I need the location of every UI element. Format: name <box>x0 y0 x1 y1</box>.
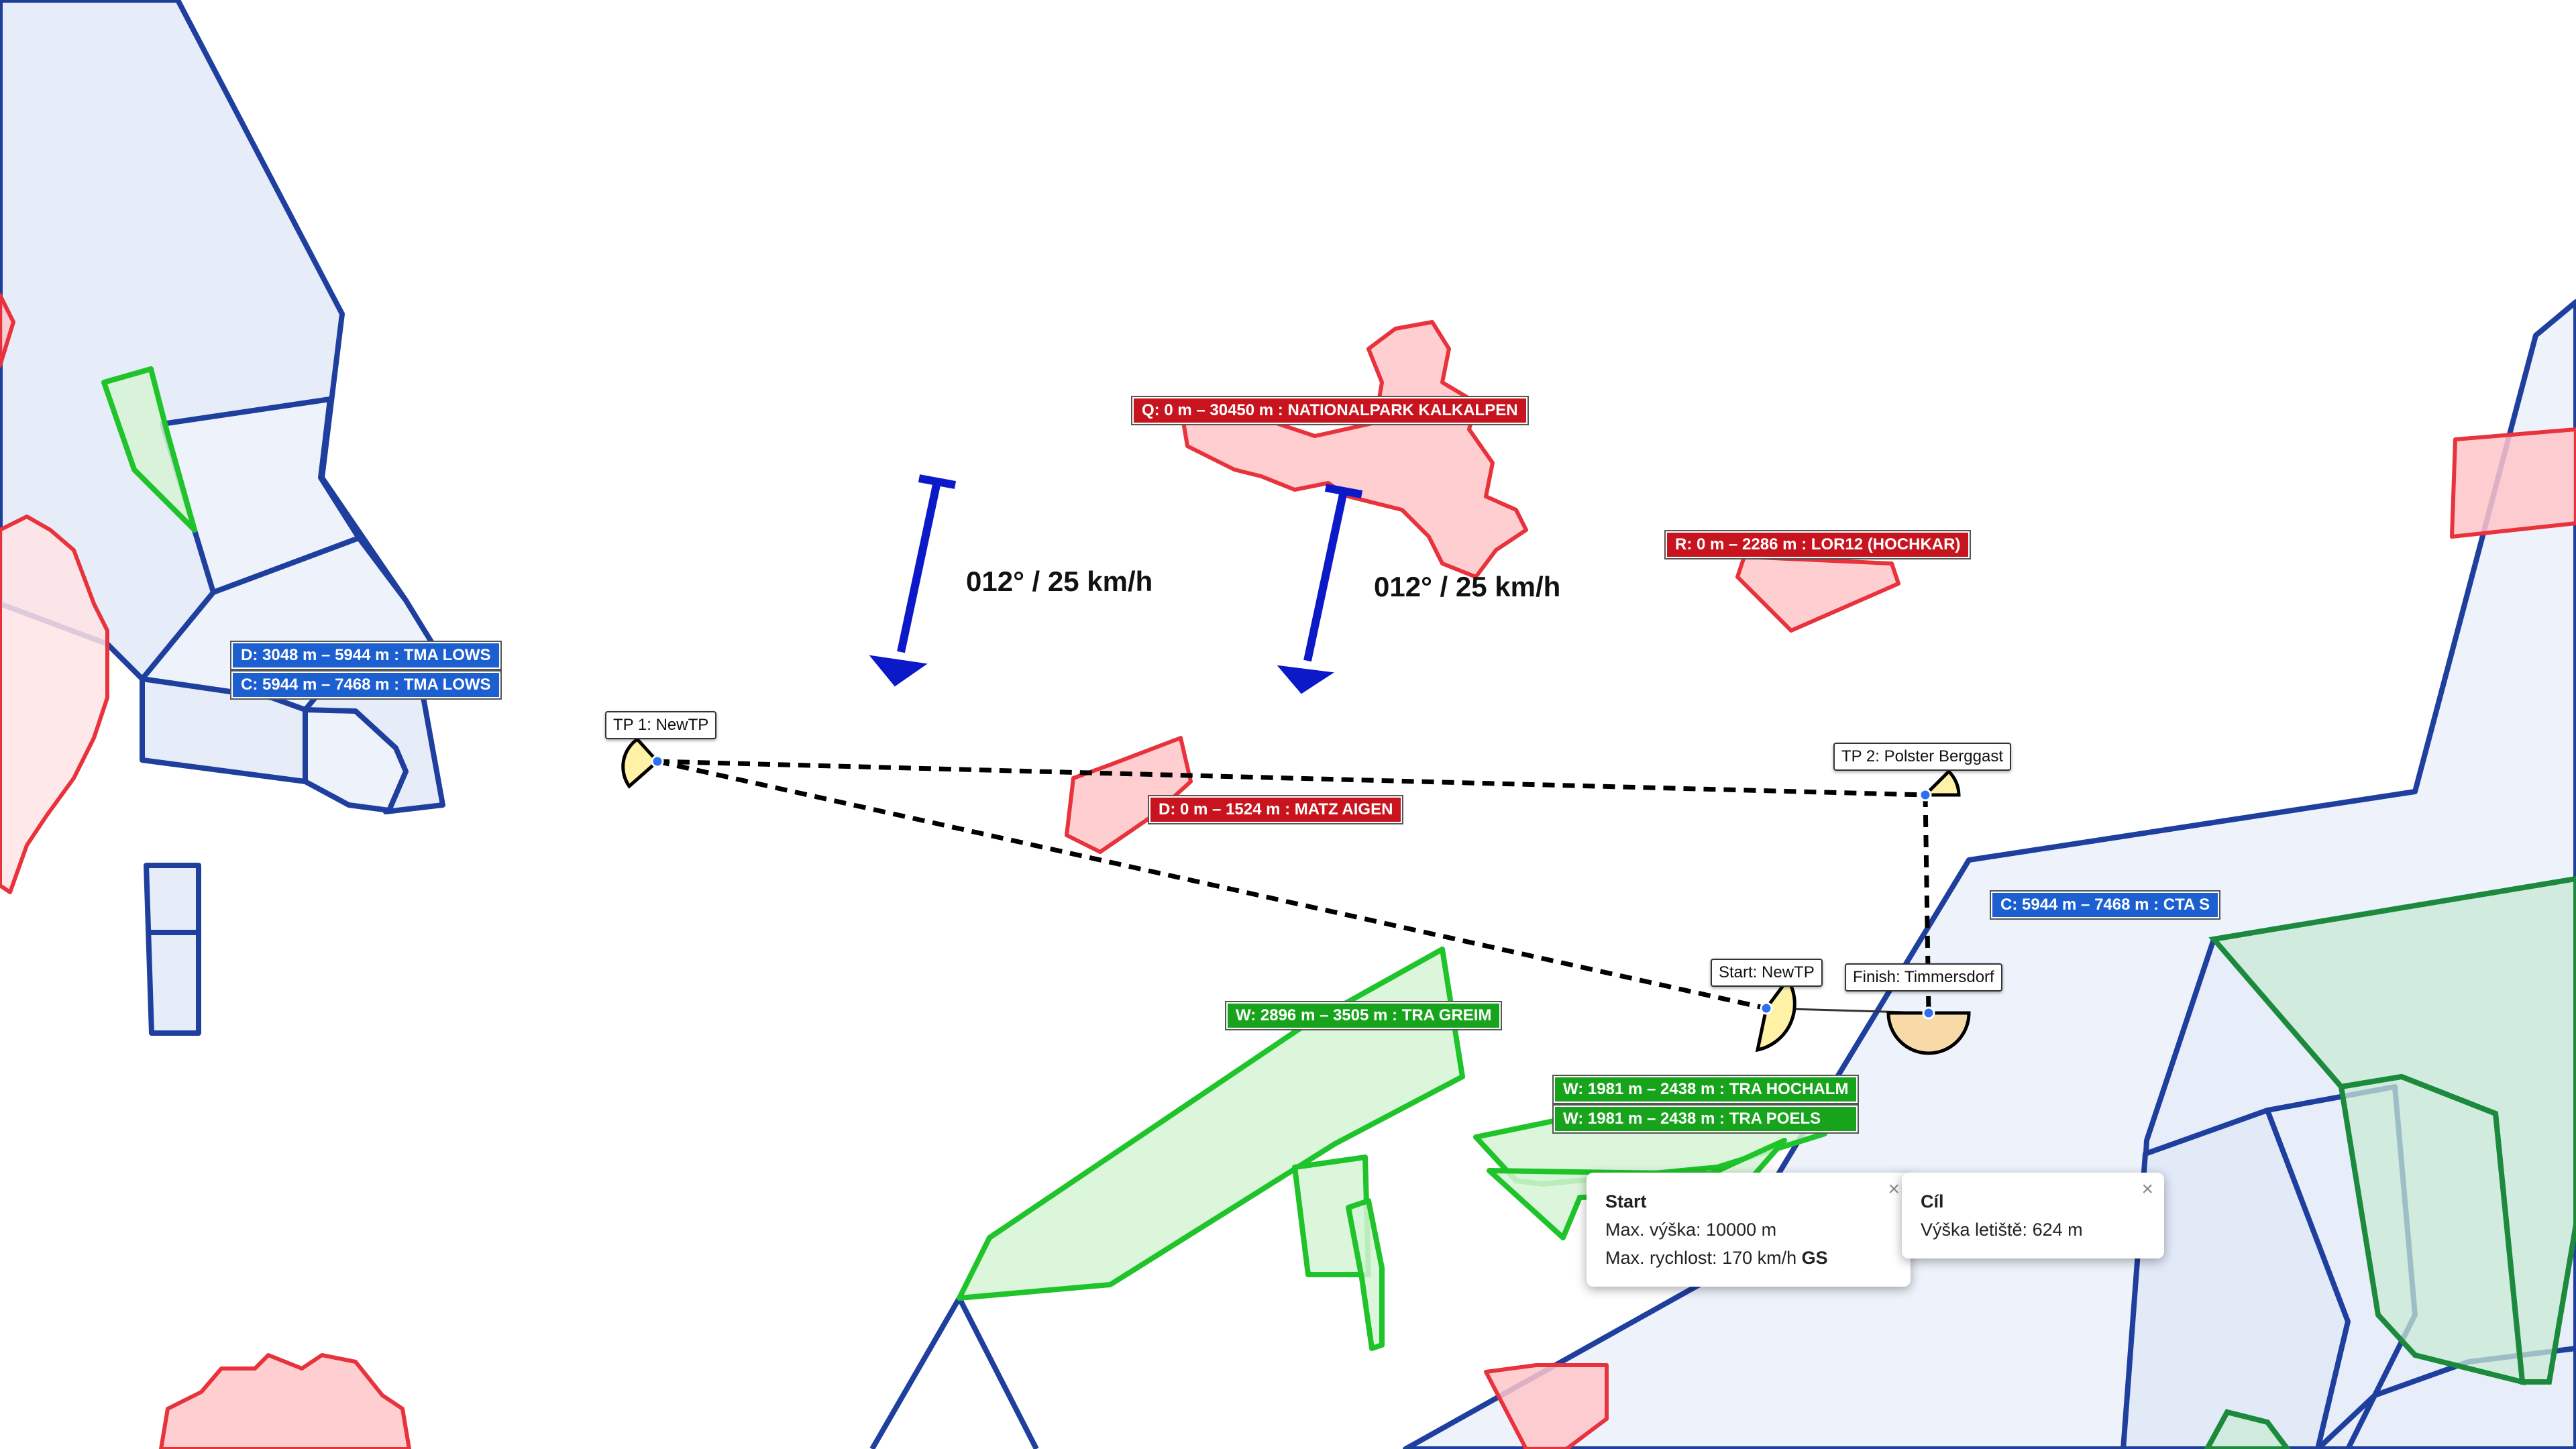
tra-poels-label: W: 1981 m – 2438 m : TRA POELS <box>1552 1104 1860 1134</box>
tma-lows-label-c: C: 5944 m – 7468 m : TMA LOWS <box>230 670 502 700</box>
finish-label[interactable]: Finish: Timmersdorf <box>1845 963 2002 991</box>
start-marker <box>1760 1002 1773 1015</box>
start-popup-max-speed-label: Max. rychlost: <box>1605 1248 1717 1268</box>
tra-greim-shape <box>957 947 1465 1301</box>
nationalpark-kalkalpen-shape <box>1179 320 1528 579</box>
finish-popup-close-icon[interactable]: × <box>2141 1178 2153 1200</box>
airspace-tma-lows-shape[interactable] <box>0 0 445 1036</box>
finish-popup-title: Cíl <box>1921 1191 1944 1212</box>
tp1-sector <box>621 737 660 789</box>
label-tra-hochalm-poels[interactable]: W: 1981 m – 2438 m : TRA HOCHALM W: 1981… <box>1552 1075 1860 1134</box>
matz-aigen-shape <box>1065 736 1193 854</box>
finish-popup-elevation-value: 624 m <box>2032 1220 2083 1240</box>
tma-lows-label-d: D: 3048 m – 5944 m : TMA LOWS <box>230 641 502 670</box>
wind-label-2: 012° / 25 km/h <box>1374 571 1561 602</box>
tp2-marker <box>1919 788 1932 802</box>
nationalpark-kalkalpen-label: Q: 0 m – 30450 m : NATIONALPARK KALKALPE… <box>1131 396 1529 425</box>
start-popup-max-alt: Max. výška: 10000 m <box>1605 1216 1890 1244</box>
finish-sector <box>1886 1011 1971 1055</box>
start-popup-max-speed-value: 170 km/h <box>1722 1248 1797 1268</box>
finish-marker <box>1922 1006 1935 1020</box>
cta-s-label: C: 5944 m – 7468 m : CTA S <box>1989 890 2221 920</box>
label-lor12-hochkar[interactable]: R: 0 m – 2286 m : LOR12 (HOCHKAR) <box>1664 530 1972 559</box>
start-label[interactable]: Start: NewTP <box>1711 959 1823 987</box>
airspace-dark-green-shape[interactable] <box>2204 875 2576 1449</box>
wind-arrow-2 <box>1277 484 1363 694</box>
matz-aigen-label: D: 0 m – 1524 m : MATZ AIGEN <box>1147 795 1404 824</box>
tp2-sector <box>1921 769 1961 797</box>
start-sector <box>1755 976 1796 1053</box>
start-popup-max-speed-unit: GS <box>1801 1248 1828 1268</box>
tp1-label[interactable]: TP 1: NewTP <box>605 711 717 739</box>
start-popup-max-speed: Max. rychlost: 170 km/h GS <box>1605 1244 1890 1272</box>
finish-popup-elevation-label: Výška letiště: <box>1921 1220 2028 1240</box>
start-popup[interactable]: × Start Max. výška: 10000 m Max. rychlos… <box>1587 1173 1911 1287</box>
label-tra-greim[interactable]: W: 2896 m – 3505 m : TRA GREIM <box>1224 1001 1503 1030</box>
airspace-red-shapes[interactable] <box>0 293 2576 1449</box>
tra-hochalm-label: W: 1981 m – 2438 m : TRA HOCHALM <box>1552 1075 1860 1104</box>
start-popup-close-icon[interactable]: × <box>1888 1178 1900 1200</box>
airspace-tra-shapes[interactable] <box>101 366 1827 1351</box>
label-cta-s[interactable]: C: 5944 m – 7468 m : CTA S <box>1989 890 2221 920</box>
wind-label-1: 012° / 25 km/h <box>966 566 1153 597</box>
tp2-label[interactable]: TP 2: Polster Berggast <box>1833 743 2012 771</box>
finish-popup-elevation: Výška letiště: 624 m <box>1921 1216 2144 1244</box>
tra-greim-label: W: 2896 m – 3505 m : TRA GREIM <box>1224 1001 1503 1030</box>
label-nationalpark-kalkalpen[interactable]: Q: 0 m – 30450 m : NATIONALPARK KALKALPE… <box>1131 396 1529 425</box>
lor12-hochkar-shape <box>1735 555 1900 633</box>
task-point-markers[interactable] <box>651 755 1935 1020</box>
label-matz-aigen[interactable]: D: 0 m – 1524 m : MATZ AIGEN <box>1147 795 1404 824</box>
label-tma-lows[interactable]: D: 3048 m – 5944 m : TMA LOWS C: 5944 m … <box>230 641 502 700</box>
finish-popup[interactable]: × Cíl Výška letiště: 624 m <box>1902 1173 2164 1258</box>
start-popup-max-alt-label: Max. výška: <box>1605 1220 1701 1240</box>
wind-arrow-1 <box>869 474 957 687</box>
lor12-hochkar-label: R: 0 m – 2286 m : LOR12 (HOCHKAR) <box>1664 530 1972 559</box>
tp1-marker <box>651 755 664 768</box>
start-popup-title: Start <box>1605 1191 1647 1212</box>
start-popup-max-alt-value: 10000 m <box>1706 1220 1777 1240</box>
task-sectors[interactable] <box>621 737 1971 1055</box>
